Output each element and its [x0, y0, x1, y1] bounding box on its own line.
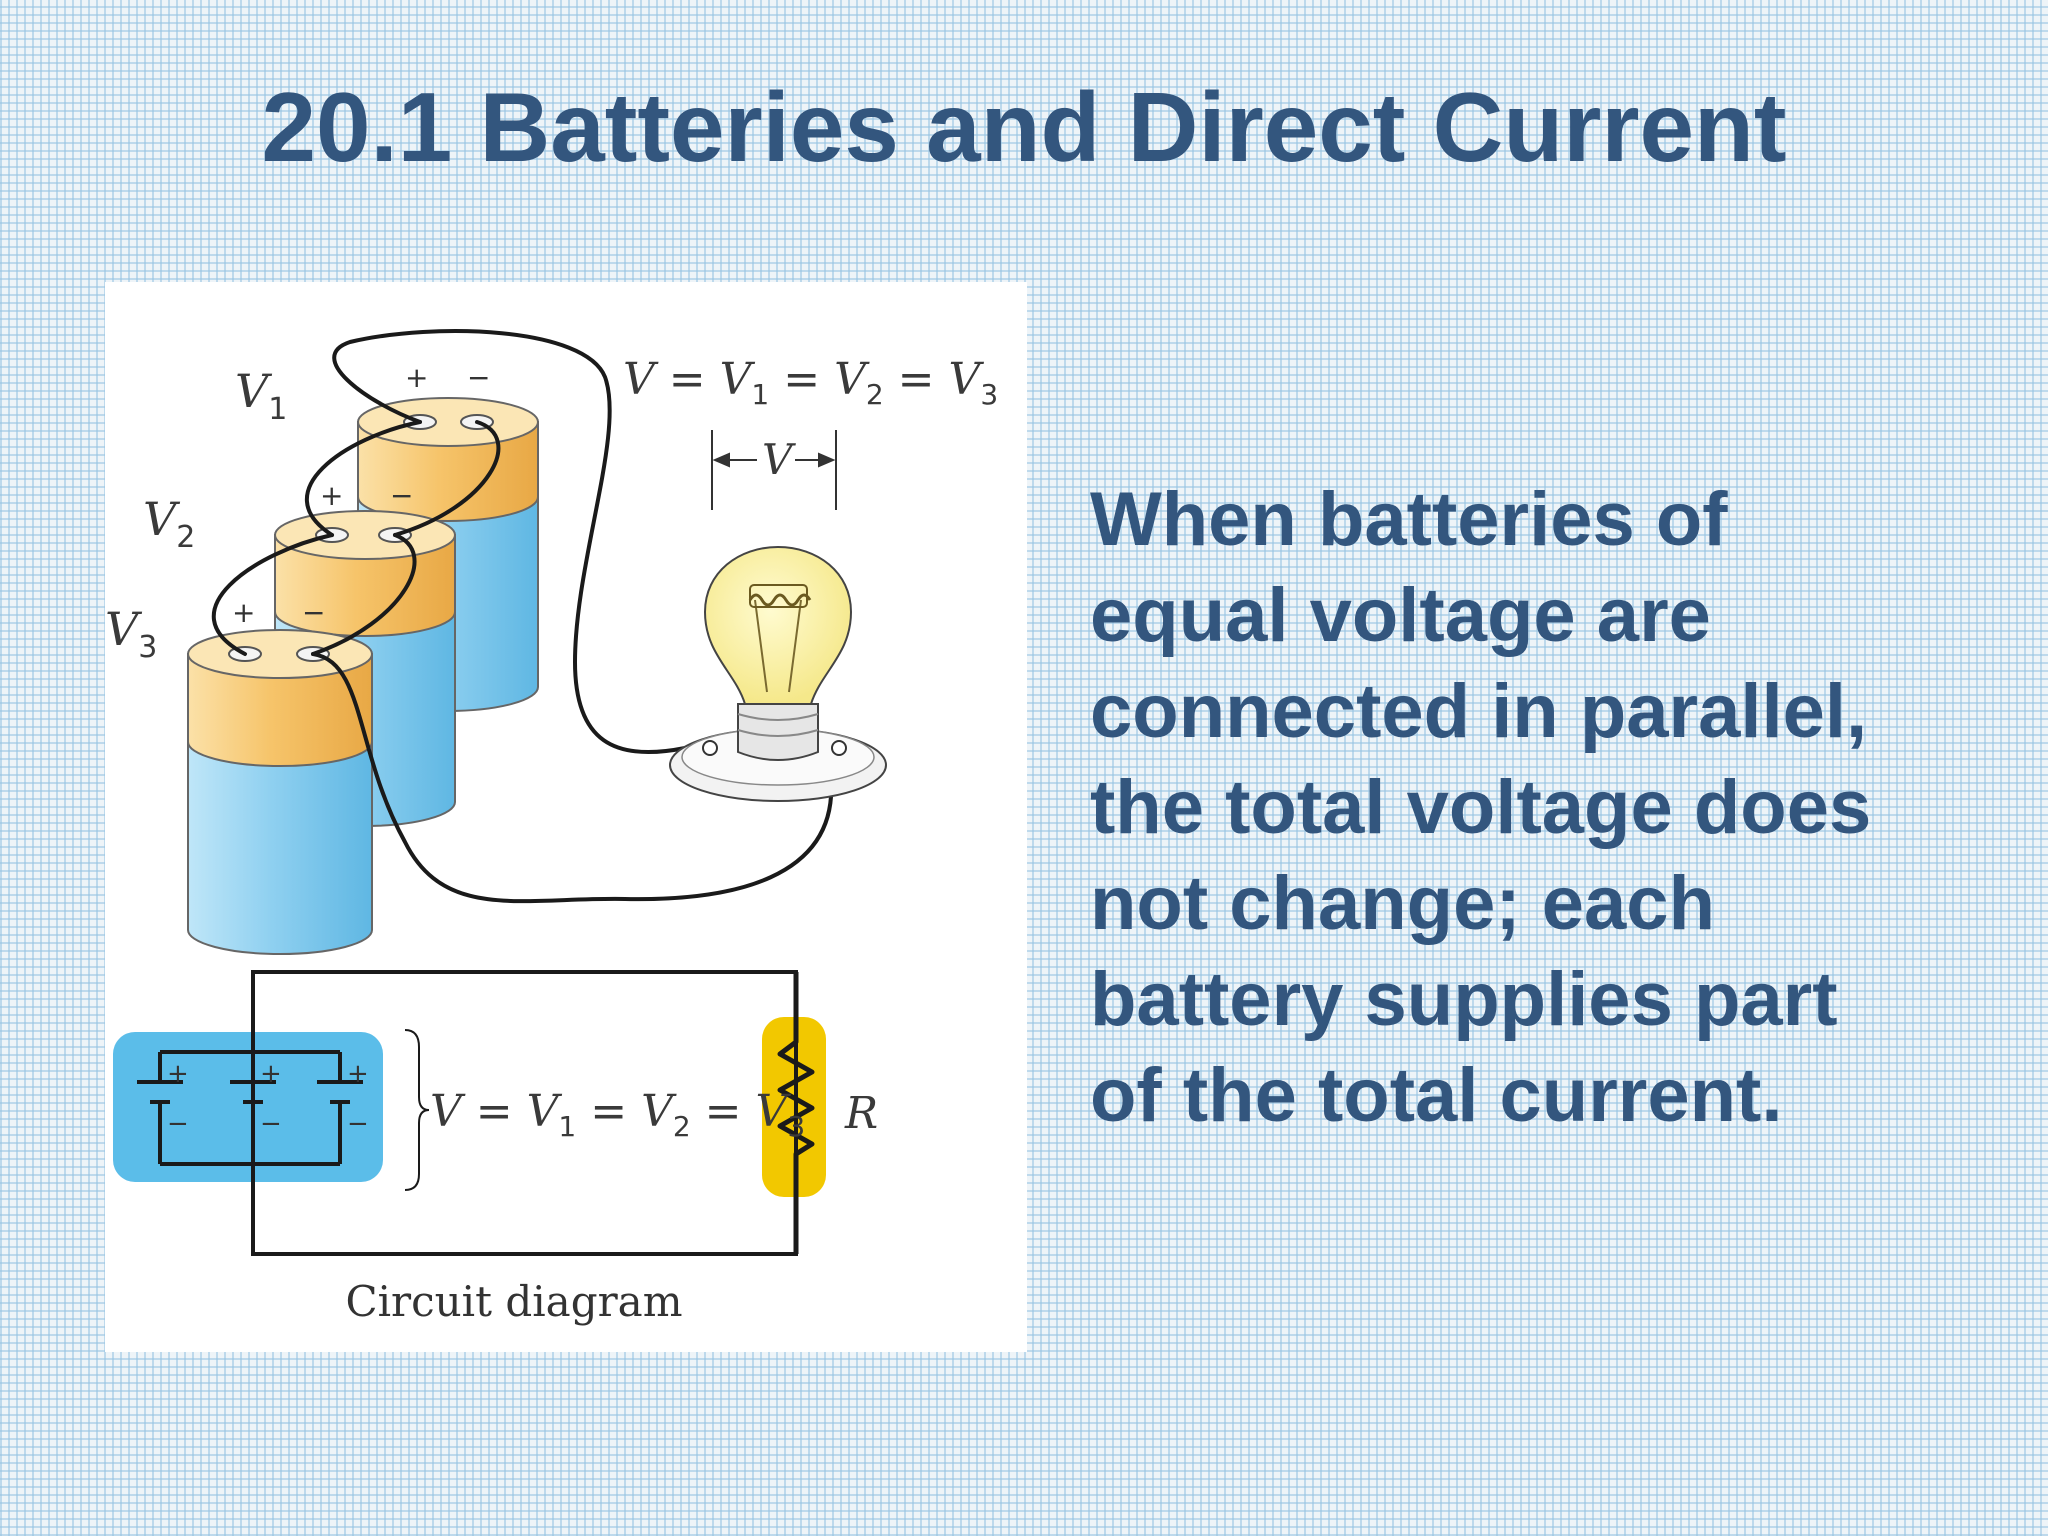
- body-line: the total voltage does: [1090, 765, 1872, 850]
- battery-2-voltage-label: V2: [143, 492, 195, 555]
- battery-2-minus-sign: −: [390, 479, 413, 512]
- connecting-wires: [211, 329, 841, 904]
- battery-3-voltage-label: V3: [105, 602, 157, 665]
- battery-2-plus-sign: +: [320, 479, 343, 512]
- body-line: not change; each: [1090, 861, 1715, 946]
- slide-body-text: When batteries of equal voltage are conn…: [1090, 472, 2010, 1144]
- body-line: When batteries of: [1090, 477, 1728, 562]
- battery-3-minus-sign: −: [302, 596, 325, 629]
- cell-1-plus-sign: +: [167, 1059, 189, 1089]
- parallel-batteries-figure: + − + − + − V1 V2 V3 V = V1 = V2 = V3 V: [105, 282, 1027, 1352]
- figure-caption: Circuit diagram: [345, 1277, 682, 1326]
- parallel-voltage-equation-top: V = V1 = V2 = V3: [623, 354, 998, 411]
- parallel-voltage-equation-bottom: V = V1 = V2 = V3: [430, 1086, 805, 1143]
- cell-3-minus-sign: −: [347, 1109, 369, 1139]
- circuit-diagram: + − + − + − V = V1 = V2 = V3 R: [113, 970, 878, 1256]
- body-line: battery supplies part: [1090, 957, 1838, 1042]
- light-bulb-icon: [669, 545, 887, 802]
- body-line: connected in parallel,: [1090, 669, 1868, 754]
- bulb-voltage-label: V: [762, 435, 796, 484]
- cell-3-plus-sign: +: [347, 1059, 369, 1089]
- cell-1-minus-sign: −: [167, 1109, 189, 1139]
- slide-title: 20.1 Batteries and Direct Current: [261, 72, 1787, 182]
- body-line: equal voltage are: [1090, 573, 1711, 658]
- battery-1-minus-sign: −: [467, 361, 490, 394]
- bulb-voltage-dimension: [711, 430, 837, 510]
- battery-1-voltage-label: V1: [235, 364, 287, 427]
- battery-group-highlight: [113, 1032, 383, 1182]
- battery-3-plus-sign: +: [232, 596, 255, 629]
- battery-3: [187, 629, 373, 955]
- battery-1-plus-sign: +: [405, 361, 428, 394]
- cell-2-plus-sign: +: [260, 1059, 282, 1089]
- parallel-batteries-diagram: + − + − + − V1 V2 V3 V = V1 = V2 = V3 V: [105, 329, 998, 1326]
- body-line: of the total current.: [1090, 1053, 1783, 1138]
- cell-2-minus-sign: −: [260, 1109, 282, 1139]
- resistor-label: R: [844, 1088, 878, 1139]
